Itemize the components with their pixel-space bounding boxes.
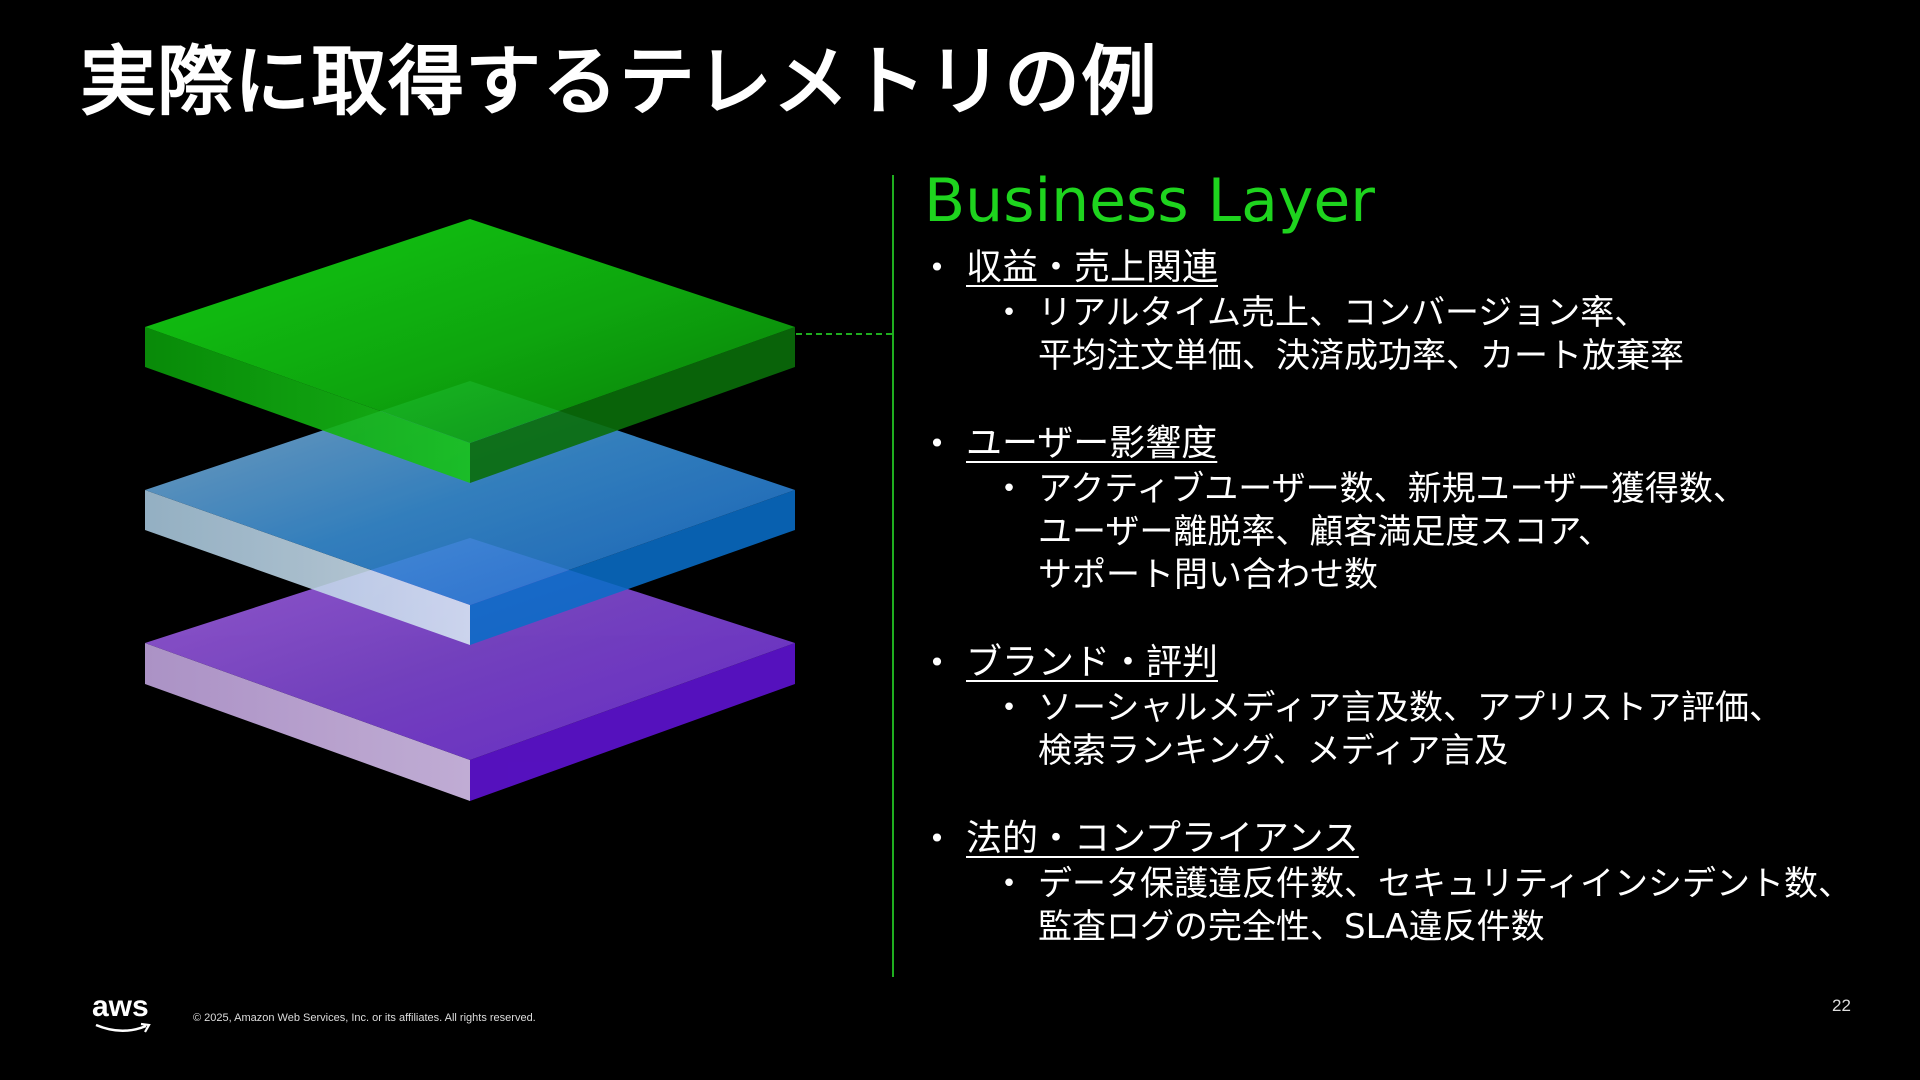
detail-line: ソーシャルメディア言及数、アプリストア評価、 <box>1038 688 1783 728</box>
section-detail: • ソーシャルメディア言及数、アプリストア評価、 検索ランキング、メディア言及 <box>922 687 1902 773</box>
telemetry-list: • 収益・売上関連 • リアルタイム売上、コンバージョン率、 平均注文単価、決済… <box>922 246 1902 993</box>
detail-line: 検索ランキング、メディア言及 <box>1038 731 1509 771</box>
bullet-icon: • <box>928 646 946 679</box>
bullet-icon: • <box>928 822 946 855</box>
middle-layer-slab <box>145 381 795 645</box>
bullet-icon: • <box>1001 298 1017 328</box>
aws-smile-icon <box>95 1022 151 1033</box>
section-user-impact: • ユーザー影響度 • アクティブユーザー数、新規ユーザー獲得数、 ユーザー離脱… <box>922 422 1902 597</box>
bullet-icon: • <box>1001 693 1017 723</box>
bullet-icon: • <box>1001 474 1017 504</box>
section-heading-text: ブランド・評判 <box>966 642 1219 683</box>
slide-title: 実際に取得するテレメトリの例 <box>80 37 1158 126</box>
bullet-icon: • <box>928 427 946 460</box>
section-heading: • 法的・コンプライアンス <box>922 817 1902 861</box>
section-compliance: • 法的・コンプライアンス • データ保護違反件数、セキュリティインシデント数、… <box>922 817 1902 949</box>
top-layer-slab <box>145 219 795 483</box>
vertical-divider <box>892 175 894 977</box>
section-heading: • ブランド・評判 <box>922 641 1902 685</box>
section-heading: • ユーザー影響度 <box>922 422 1902 466</box>
bottom-layer-slab <box>145 538 795 801</box>
aws-logo: aws <box>92 990 149 1023</box>
section-heading-text: 収益・売上関連 <box>966 247 1219 288</box>
bullet-icon: • <box>1001 869 1017 899</box>
detail-line: サポート問い合わせ数 <box>1038 555 1378 595</box>
detail-line: 監査ログの完全性、SLA違反件数 <box>1038 907 1545 947</box>
stacked-layers-icon <box>145 219 795 801</box>
section-brand: • ブランド・評判 • ソーシャルメディア言及数、アプリストア評価、 検索ランキ… <box>922 641 1902 773</box>
section-detail: • リアルタイム売上、コンバージョン率、 平均注文単価、決済成功率、カート放棄率 <box>922 292 1902 378</box>
detail-line: ユーザー離脱率、顧客満足度スコア、 <box>1038 512 1612 552</box>
section-heading-text: 法的・コンプライアンス <box>966 818 1359 859</box>
detail-line: 平均注文単価、決済成功率、カート放棄率 <box>1038 336 1684 376</box>
layer-title: Business Layer <box>924 166 1375 236</box>
section-heading: • 収益・売上関連 <box>922 246 1902 290</box>
section-detail: • データ保護違反件数、セキュリティインシデント数、 監査ログの完全性、SLA違… <box>922 863 1902 949</box>
detail-line: リアルタイム売上、コンバージョン率、 <box>1038 293 1649 333</box>
section-detail: • アクティブユーザー数、新規ユーザー獲得数、 ユーザー離脱率、顧客満足度スコア… <box>922 468 1902 597</box>
layer-connector-line <box>796 333 892 335</box>
section-revenue: • 収益・売上関連 • リアルタイム売上、コンバージョン率、 平均注文単価、決済… <box>922 246 1902 378</box>
copyright-text: © 2025, Amazon Web Services, Inc. or its… <box>193 1012 536 1024</box>
detail-line: データ保護違反件数、セキュリティインシデント数、 <box>1038 864 1852 904</box>
bullet-icon: • <box>928 251 946 284</box>
page-number: 22 <box>1832 996 1851 1015</box>
section-heading-text: ユーザー影響度 <box>966 423 1218 464</box>
detail-line: アクティブユーザー数、新規ユーザー獲得数、 <box>1038 469 1747 509</box>
